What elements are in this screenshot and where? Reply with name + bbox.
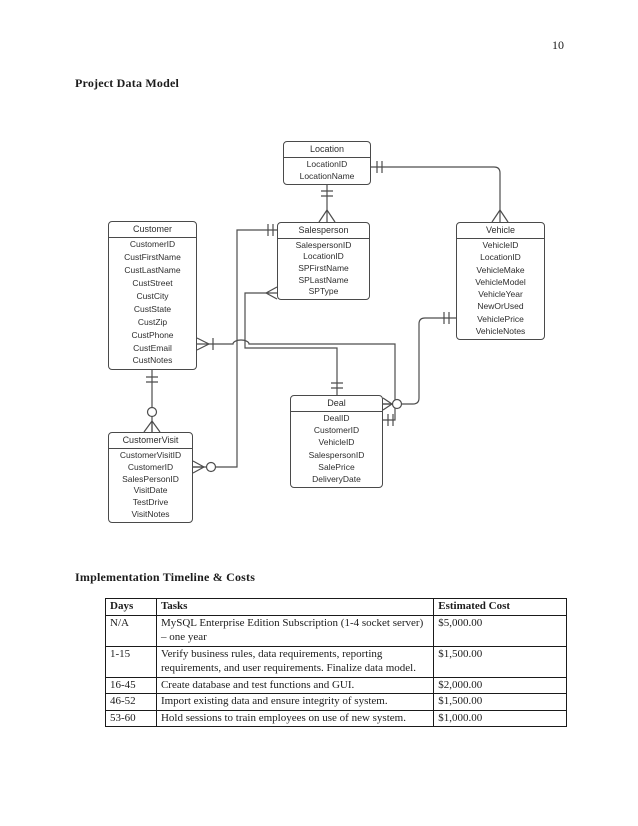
entity-field-list: LocationID LocationName [284,158,370,182]
entity-field: VehicleYear [478,289,523,300]
entity-field: TestDrive [132,497,169,508]
entity-field: CustStreet [132,278,173,289]
page-number: 10 [552,38,564,52]
entity-field: CustomerID [129,239,176,250]
cell-task: Hold sessions to train employees on use … [155,709,435,727]
entity-field: CustCity [136,291,169,301]
rel-location-salesperson [318,185,336,223]
entity-title: Customer [109,222,196,238]
entity-field: VehicleID [318,437,355,448]
zero-circle-deal-right [391,398,403,410]
entity-field: SPLastName [298,274,349,285]
entity-field: LocationID [480,252,521,263]
entity-field: LocationID [303,251,344,262]
crowfoot-customervisit-top [143,420,161,433]
entity-title: Salesperson [278,223,369,239]
cell-days: 46-52 [105,693,157,711]
entity-field: CustomerID [313,425,360,436]
crowfoot-deal-right [382,397,393,411]
entity-field: SalePrice [318,461,355,472]
cell-task: Verify business rules, data requirements… [155,645,435,678]
rel-location-vehicle [371,161,509,223]
rel-customer-deal [196,337,396,426]
entity-field: VehiclePrice [477,313,524,324]
cell-task: Create database and test functions and G… [155,676,435,694]
heading-project-data-model: Project Data Model [75,76,180,90]
entity-field: SalespersonID [295,239,352,250]
cell-days: 1-15 [105,645,157,678]
cell-days: 16-45 [105,676,157,694]
rel-salesperson-deal [244,286,343,395]
rel-vehicle-deal [383,312,456,405]
entity-field: CustPhone [131,329,174,340]
entity-field: CustEmail [133,342,172,353]
entity-field: SPFirstName [298,262,349,273]
cell-task: Import existing data and ensure integrit… [155,693,435,711]
entity-field: DeliveryDate [312,473,361,484]
zero-circle-customervisit-right [205,461,217,473]
entity-field: VehicleNotes [475,325,526,336]
cell-days: 53-60 [105,709,157,727]
crowfoot-customervisit-right [192,460,205,474]
cell-cost: $1,500.00 [433,645,567,678]
cell-cost: $1,500.00 [433,693,567,711]
entity-field: VehicleMake [476,264,525,275]
cell-days: N/A [105,614,157,647]
entity-field: SPType [308,286,339,297]
entity-title: Location [284,142,370,158]
entity-field: VisitDate [133,485,168,496]
entity-field: VehicleModel [475,276,526,287]
entity-field: LocationID [306,159,348,169]
entity-field: SalesPersonID [122,473,179,484]
entity-field: VisitNotes [131,509,170,520]
heading-implementation-timeline: Implementation Timeline & Costs [75,570,256,584]
entity-field: CustNotes [132,355,173,366]
cell-cost: $5,000.00 [433,614,567,647]
entity-title: Deal [291,396,382,412]
entity-field: DealID [323,413,350,424]
column-header: Days [105,598,157,616]
er-connectors [143,161,509,474]
entity-field: CustLastName [124,265,181,276]
entity-field: CustZip [137,316,168,327]
entity-field: VehicleID [482,240,519,251]
cell-cost: $1,000.00 [433,709,567,727]
cell-cost: $2,000.00 [433,676,567,694]
entity-title: Vehicle [457,223,544,239]
column-header: Tasks [155,598,435,616]
entity-field: CustState [133,303,172,314]
entity-field: NewOrUsed [477,301,524,312]
entity-field: SalespersonID [308,449,365,460]
column-header: Estimated Cost [433,598,567,616]
cell-task: MySQL Enterprise Edition Subscription (1… [155,614,435,647]
entity-title: CustomerVisit [109,433,192,449]
zero-circle-customervisit-top [146,406,158,418]
entity-field: LocationName [299,171,355,181]
entity-field: CustFirstName [124,252,181,263]
entity-field: CustomerID [127,461,174,472]
entity-field: CustomerVisitID [119,449,182,460]
